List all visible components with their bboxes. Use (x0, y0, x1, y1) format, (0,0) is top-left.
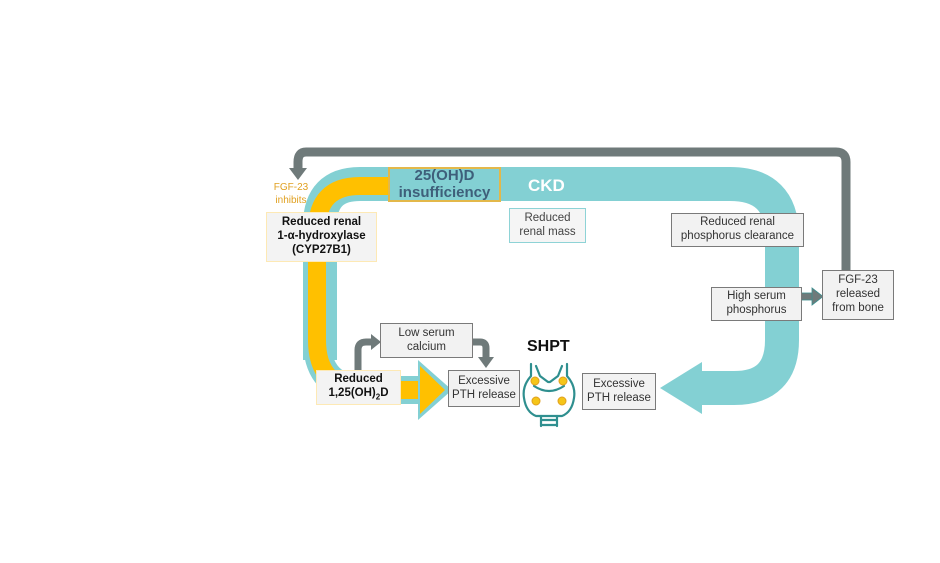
to-low-calcium-arrow (354, 338, 372, 372)
ckd-loop-arrowhead (660, 362, 702, 414)
box-calcitriol-line1: Reduced (334, 373, 383, 386)
shpt-label: SHPT (527, 338, 570, 355)
box-hydroxylase-line2: 1-α-hydroxylase (277, 230, 366, 243)
box-25ohd-line2: insufficiency (398, 183, 491, 201)
box-fgf23-line2: released (835, 288, 881, 301)
box-25ohd-line1: 25(OH)D (414, 167, 475, 184)
vitd-arrowhead (420, 366, 445, 414)
box-reduced-calcitriol: Reduced 1,25(OH)2D (316, 370, 401, 405)
box-reduced-phosphorus-clearance: Reduced renal phosphorus clearance (671, 213, 804, 247)
box-excessive-pth-left: Excessive PTH release (448, 370, 520, 407)
box-calcium-line2: calcium (407, 340, 446, 353)
to-fgf23-arrowhead (811, 287, 824, 306)
calcitriol-suffix: D (380, 386, 389, 399)
box-reduced-renal-mass: Reduced renal mass (509, 208, 586, 243)
box-hydroxylase-line3: (CYP27B1) (292, 243, 351, 256)
box-fgf23-line3: from bone (832, 301, 884, 314)
ckd-label: CKD (528, 176, 565, 195)
box-clearance-line1: Reduced renal (700, 216, 775, 229)
fgf23-feedback-arrowhead (289, 168, 307, 180)
box-phosphorus-line1: High serum (727, 290, 786, 303)
to-fgf23-arrow-shaft (800, 292, 814, 301)
box-calcitriol-line2: 1,25(OH)2D (328, 387, 388, 402)
fgf23-feedback-arrow (293, 147, 851, 272)
box-clearance-line2: phosphorus clearance (680, 230, 795, 242)
box-25ohd-insufficiency: 25(OH)D insufficiency (388, 167, 501, 202)
calcitriol-prefix: 1,25(OH) (328, 386, 376, 399)
fgf23-inhibits-line1: FGF-23 (273, 182, 309, 193)
box-phosphorus-line2: phosphorus (726, 304, 787, 316)
box-fgf23-released: FGF-23 released from bone (822, 270, 894, 320)
box-pth-left-line2: PTH release (452, 388, 516, 401)
calcitriol-subscript: 2 (375, 392, 381, 402)
box-high-serum-phosphorus: High serum phosphorus (711, 287, 802, 321)
box-reduced-hydroxylase: Reduced renal 1-α-hydroxylase (CYP27B1) (266, 212, 377, 262)
to-low-calcium-arrowhead (371, 334, 381, 350)
box-pth-right-line1: Excessive (593, 377, 645, 390)
fgf23-inhibits-note: FGF-23 inhibits (268, 182, 314, 207)
box-pth-right-line2: PTH release (587, 391, 651, 404)
box-renal-mass-line2: renal mass (519, 225, 576, 238)
box-pth-left-line1: Excessive (458, 374, 510, 387)
box-excessive-pth-right: Excessive PTH release (582, 373, 656, 410)
box-fgf23-line1: FGF-23 (838, 274, 878, 287)
box-renal-mass-line1: Reduced (524, 211, 571, 224)
box-hydroxylase-line1: Reduced renal (281, 216, 362, 229)
box-low-serum-calcium: Low serum calcium (380, 323, 473, 358)
box-calcium-line1: Low serum (398, 326, 455, 339)
fgf23-inhibits-line2: inhibits (275, 194, 307, 206)
to-pth-arrowhead (478, 357, 494, 368)
parathyroid-gland-icon (522, 362, 576, 428)
to-pth-arrow (472, 338, 490, 358)
